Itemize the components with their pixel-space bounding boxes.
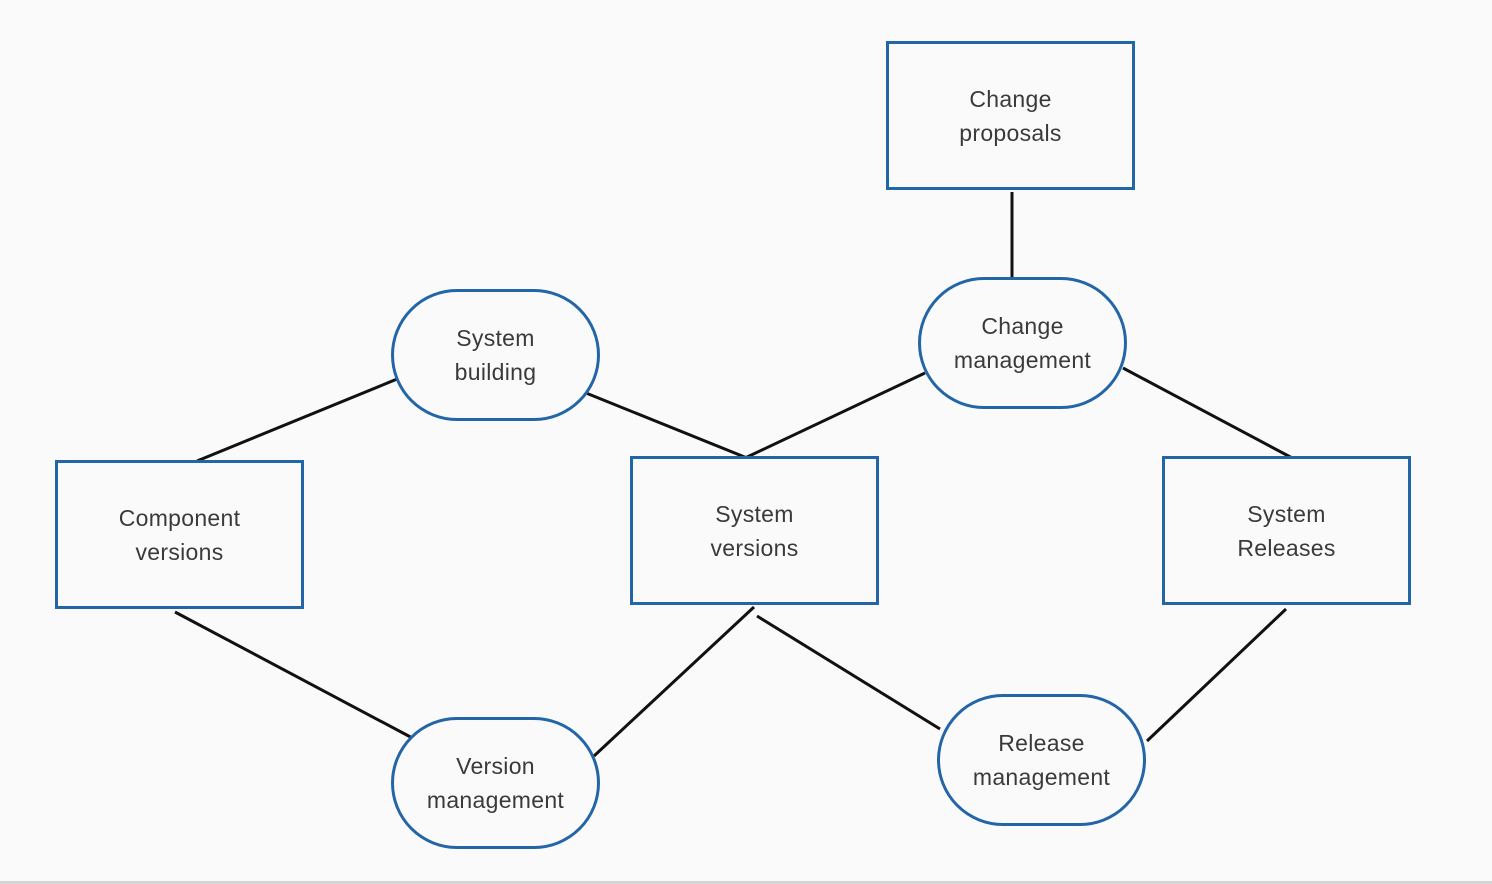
node-system-releases: System Releases — [1162, 456, 1411, 605]
node-label-line: Change — [969, 85, 1052, 112]
edge-system-building-to-component-versions — [196, 375, 403, 463]
edge-system-versions-to-version-management — [592, 605, 756, 758]
node-system-building: System building — [391, 289, 600, 421]
edge-system-releases-to-release-management — [1145, 607, 1288, 743]
node-label-line: proposals — [959, 119, 1062, 146]
node-label-line: management — [972, 764, 1111, 790]
bottom-divider — [0, 881, 1492, 884]
node-label-line: versions — [710, 534, 799, 561]
node-change-proposals: Change proposals — [886, 41, 1135, 190]
node-label-line: System — [715, 500, 794, 527]
node-label-line: System — [1247, 500, 1326, 527]
node-change-management: Change management — [918, 277, 1127, 409]
node-label-line: Releases — [1237, 534, 1336, 561]
edge-component-versions-to-version-management — [174, 610, 419, 743]
node-version-management: Version management — [391, 717, 600, 849]
node-component-versions: Component versions — [55, 460, 304, 609]
edge-system-building-to-system-versions — [585, 391, 753, 462]
node-release-management: Release management — [937, 694, 1146, 826]
edge-system-versions-to-release-management — [756, 614, 941, 731]
node-label-line: versions — [135, 538, 224, 565]
node-label-line: Release — [998, 730, 1085, 756]
edge-change-management-to-system-releases — [1122, 366, 1297, 462]
node-label-line: Change — [981, 313, 1064, 339]
node-label-line: management — [426, 787, 565, 813]
node-label-line: building — [454, 359, 537, 385]
node-label-line: management — [953, 347, 1092, 373]
node-label-line: System — [456, 325, 535, 351]
edge-change-management-to-system-versions — [744, 371, 926, 460]
node-label-line: Component — [118, 504, 241, 531]
node-label-line: Version — [456, 753, 535, 779]
node-system-versions: System versions — [630, 456, 879, 605]
